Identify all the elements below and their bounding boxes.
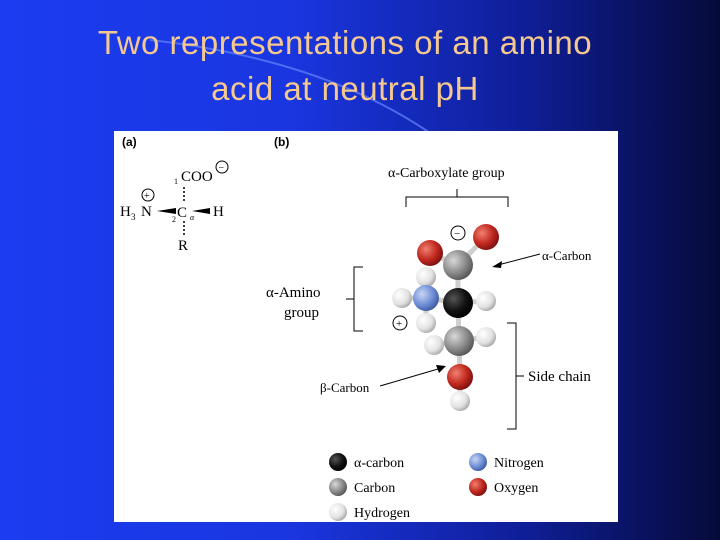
coo-text: COO — [181, 169, 213, 185]
title-line-1: Two representations of an amino — [97, 24, 593, 61]
amino-bracket — [353, 266, 363, 332]
beta-carbon-arrow-line — [379, 368, 439, 387]
side-chain-label: Side chain — [528, 369, 591, 385]
wedge-bond-left — [157, 208, 176, 214]
model-minus-sign: − — [454, 228, 460, 240]
carboxyl-carbon-atom — [443, 250, 473, 280]
legend-label-alpha-carbon: α-carbon — [354, 456, 404, 471]
amino-label-line2: group — [284, 305, 319, 321]
carboxylate-bracket — [405, 196, 509, 207]
hydroxyl-hydrogen-atom — [450, 391, 470, 411]
oxygen-atom-1 — [473, 224, 499, 250]
figure-canvas: (a) (b) COO 1 − + H 3 N C α 2 H — [120, 135, 592, 521]
panel-b-label: (b) — [274, 135, 289, 149]
coo-minus-sign: − — [219, 163, 225, 174]
model-plus-sign: + — [396, 318, 402, 330]
amino-hydrogen-atom-2 — [392, 288, 412, 308]
alpha-subscript: α — [190, 213, 195, 222]
alpha-carbon-label: α-Carbon — [542, 248, 592, 263]
model-plus-charge — [392, 315, 408, 331]
nitrogen-atom — [413, 285, 439, 311]
oxygen-atom-2 — [417, 240, 443, 266]
amino-label-line1: α-Amino — [266, 285, 321, 301]
wedge-bond-right — [192, 208, 210, 214]
h-text: H — [213, 204, 224, 220]
legend-swatch-hydrogen — [329, 503, 347, 521]
r-text: R — [178, 238, 188, 254]
ball-and-stick-model: − + — [392, 224, 499, 411]
alpha-carbon-arrowhead — [492, 261, 502, 268]
structural-formula: COO 1 − + H 3 N C α 2 H R — [120, 160, 229, 254]
alpha-carbon-atom — [443, 288, 473, 318]
legend-label-oxygen: Oxygen — [494, 481, 538, 496]
amino-hydrogen-atom-3 — [416, 313, 436, 333]
slide-title: Two representations of an amino acid at … — [0, 20, 690, 112]
n-plus-sign: + — [144, 191, 150, 202]
side-chain-bracket — [507, 322, 517, 430]
carboxylate-label: α-Carboxylate group — [388, 166, 505, 181]
alpha-hydrogen-atom — [476, 291, 496, 311]
title-line-2: acid at neutral pH — [211, 70, 479, 107]
legend-label-nitrogen: Nitrogen — [494, 456, 544, 471]
beta-hydrogen-atom-1 — [424, 335, 444, 355]
legend-label-carbon: Carbon — [354, 481, 395, 496]
carbon-number-2: 2 — [172, 215, 176, 224]
c-alpha-text: C — [177, 205, 187, 221]
coo-minus-charge — [215, 160, 229, 174]
legend: α-carbon Nitrogen Carbon Oxygen Hydrogen — [329, 453, 544, 521]
beta-carbon-arrowhead — [436, 365, 446, 373]
panel-a-label: (a) — [122, 135, 137, 149]
beta-hydrogen-atom-2 — [476, 327, 496, 347]
legend-swatch-carbon — [329, 478, 347, 496]
amino-hydrogen-atom-1 — [416, 267, 436, 287]
n-plus-charge — [141, 188, 155, 202]
alpha-carbon-arrow-line — [497, 253, 541, 266]
beta-carbon-label: β-Carbon — [320, 380, 370, 395]
h3-text: H — [120, 204, 131, 220]
hydroxyl-oxygen-atom — [447, 364, 473, 390]
legend-label-hydrogen: Hydrogen — [354, 506, 410, 521]
beta-carbon-atom — [444, 326, 474, 356]
legend-swatch-nitrogen — [469, 453, 487, 471]
amino-acid-figure: (a) (b) COO 1 − + H 3 N C α 2 H — [114, 131, 618, 522]
legend-swatch-alpha-carbon — [329, 453, 347, 471]
carbon-number-1: 1 — [174, 177, 178, 186]
legend-swatch-oxygen — [469, 478, 487, 496]
h3-subscript: 3 — [131, 212, 136, 222]
model-minus-charge — [450, 225, 466, 241]
n-text: N — [141, 204, 152, 220]
